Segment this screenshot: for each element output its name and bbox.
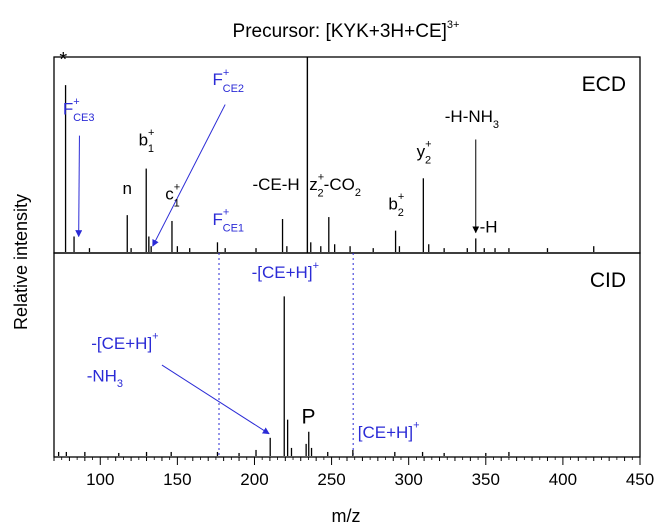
annotation-n: n — [123, 179, 132, 198]
panel-cid-label: CID — [590, 269, 626, 292]
y-axis-label: Relative intensity — [11, 194, 31, 330]
x-tick-label: 350 — [472, 470, 500, 489]
annotation-y2: y+2 — [417, 139, 432, 167]
annotation-ceh-loss: -[CE+H]+ — [252, 260, 319, 282]
annotation-p: P — [301, 406, 315, 429]
annotation-fce3: F+CE3 — [63, 96, 95, 124]
chart-title: Precursor: [KYK+3H+CE]3+ — [233, 19, 460, 42]
chart-title-charge: 3+ — [447, 19, 460, 31]
x-axis: 100 150 200 250 300 350 400 450 — [53, 457, 654, 489]
annotation-ceh: -CE-H — [252, 175, 299, 194]
annotation-h: -H — [480, 218, 498, 237]
panel-ecd-label: ECD — [582, 73, 626, 96]
x-tick-label: 150 — [163, 470, 191, 489]
annotation-nh3: -NH3 — [87, 366, 123, 390]
annotation-star: * — [59, 49, 67, 71]
arr-ceh-nh3 — [161, 364, 270, 435]
x-tick-label: 250 — [317, 470, 345, 489]
annotation-fce2: F+CE2 — [212, 67, 244, 95]
x-tick-label: 200 — [240, 470, 268, 489]
x-tick-label: 450 — [626, 470, 654, 489]
panel-cid-frame — [53, 252, 641, 458]
arr-fce3 — [75, 135, 83, 238]
annotation-fce1: F+CE1 — [212, 206, 244, 234]
panel-ecd-frame — [53, 56, 641, 254]
spectrum-panels: ECD * F+CE3 F+CE2 b+1 n c+1F+CE1 -CE-H z+2-CO2 b+… — [53, 49, 641, 458]
annotation-ceh-nh3: -[CE+H]+ — [91, 331, 158, 353]
annotation-ceh-ion: [CE+H]+ — [358, 419, 420, 441]
chart-title-main: Precursor: [KYK+3H+CE] — [233, 21, 447, 42]
annotation-b2: b+2 — [388, 191, 404, 219]
annotation-hnh3: -H-NH3 — [445, 107, 499, 131]
annotation-z2: z+2-CO2 — [309, 172, 361, 200]
panel-ecd: ECD * F+CE3 F+CE2 b+1 n c+1F+CE1 -CE-H z+2-CO2 b+… — [53, 49, 641, 254]
annotation-c1: c+1 — [165, 181, 180, 209]
x-tick-label: 300 — [394, 470, 422, 489]
x-axis-label: m/z — [332, 506, 361, 526]
x-tick-label: 400 — [549, 470, 577, 489]
annotation-b1: b+1 — [139, 127, 155, 155]
arr-fce2 — [152, 104, 226, 247]
x-tick-label: 100 — [86, 470, 114, 489]
